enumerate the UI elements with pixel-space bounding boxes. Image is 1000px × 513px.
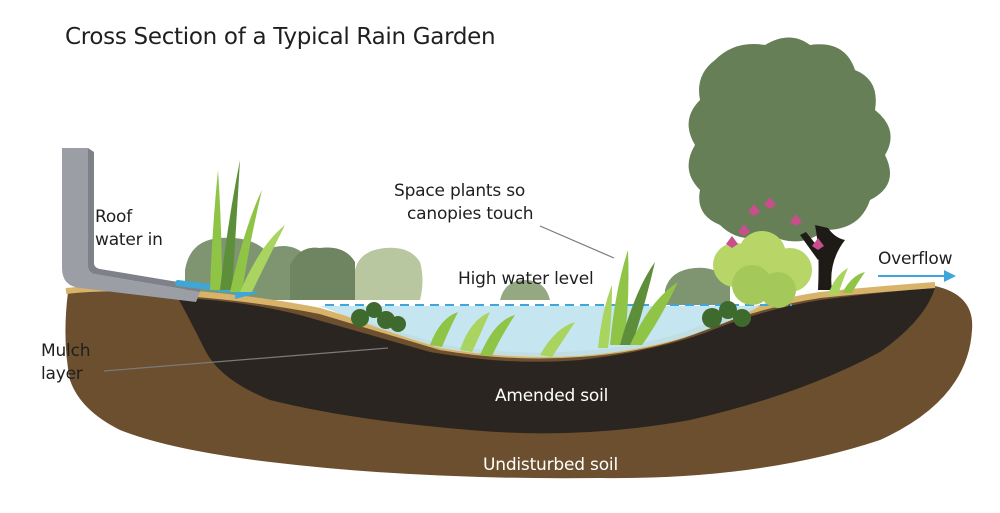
- space-plants-label-line1: Space plants so: [394, 181, 526, 201]
- amended-soil-label: Amended soil: [495, 386, 609, 406]
- tree: [688, 37, 891, 290]
- leafy-plants: [351, 301, 751, 332]
- space-plants-label-line2: canopies touch: [407, 204, 534, 224]
- overflow-label: Overflow: [878, 249, 953, 269]
- roof-water-label-line1: Roof: [95, 207, 133, 227]
- flowering-shrub: [713, 197, 824, 308]
- downspout: [62, 148, 202, 302]
- roof-water-label-line2: water in: [95, 230, 163, 250]
- undisturbed-soil-label: Undisturbed soil: [483, 455, 618, 475]
- grasses: [210, 160, 865, 357]
- overflow-arrow: [878, 270, 956, 282]
- diagram-title: Cross Section of a Typical Rain Garden: [65, 24, 496, 50]
- high-water-level-label: High water level: [458, 269, 594, 289]
- leader-lines: [103, 225, 615, 372]
- mulch-label-line1: Mulch: [41, 341, 91, 361]
- mulch-label-line2: layer: [41, 364, 83, 384]
